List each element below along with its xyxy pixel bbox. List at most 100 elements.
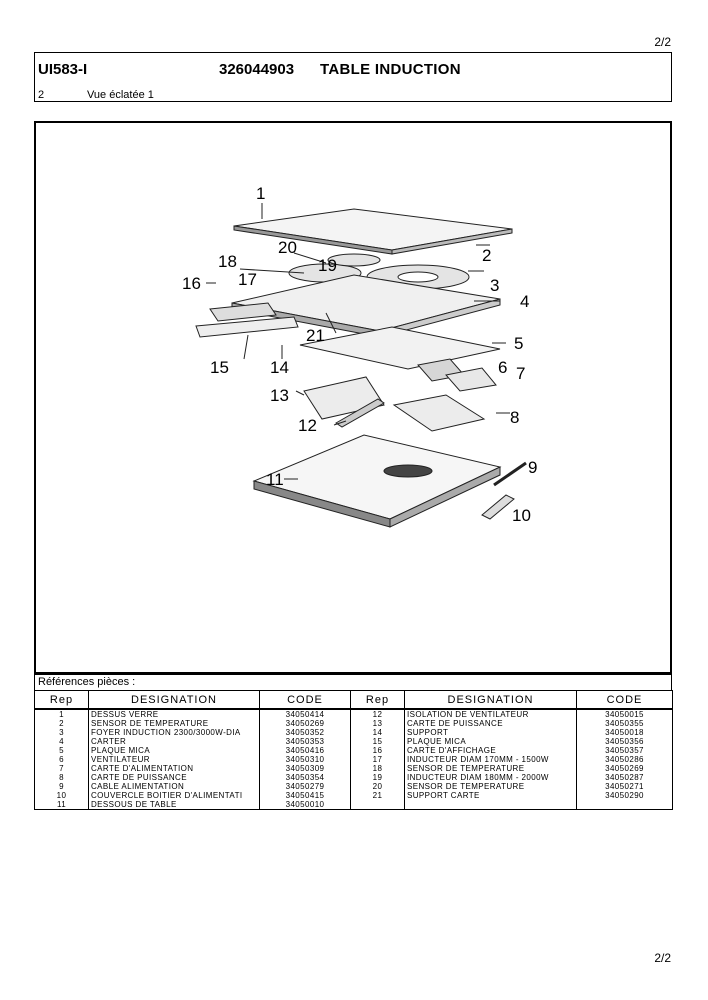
callout: 4 (520, 292, 529, 311)
part-power-supply-board (445, 367, 497, 392)
callout: 13 (270, 386, 289, 405)
callout: 5 (514, 334, 523, 353)
parts-table-header-row: Rep DESIGNATION CODE Rep DESIGNATION COD… (34, 690, 673, 710)
table-cell: 14 (350, 728, 405, 737)
callout: 21 (306, 326, 325, 345)
column-header: Rep (350, 690, 405, 710)
table-cell (576, 800, 673, 810)
table-cell: 17 (350, 755, 405, 764)
table-cell: INDUCTEUR DIAM 180MM - 2000W (404, 773, 577, 782)
column-header: Rep (34, 690, 89, 710)
table-cell: 19 (350, 773, 405, 782)
table-cell: 6 (34, 755, 89, 764)
table-cell: 34050279 (259, 782, 351, 791)
table-cell: SUPPORT CARTE (404, 791, 577, 800)
table-cell: 4 (34, 737, 89, 746)
table-cell: 13 (350, 719, 405, 728)
column-header: DESIGNATION (404, 690, 577, 710)
parts-references-title: Références pièces : (38, 676, 136, 688)
table-cell: 11 (34, 800, 89, 810)
callout: 6 (498, 358, 507, 377)
callout: 3 (490, 276, 499, 295)
callout: 2 (482, 246, 491, 265)
part-fan-insulation (335, 398, 385, 428)
table-cell: ISOLATION DE VENTILATEUR (404, 709, 577, 719)
table-cell: 34050286 (576, 755, 673, 764)
table-cell: CARTE D'AFFICHAGE (404, 746, 577, 755)
part-glass-top (233, 208, 513, 251)
view-label: Vue éclatée 1 (87, 89, 154, 101)
part-induction-coil-mid (327, 253, 381, 267)
table-cell: 34050357 (576, 746, 673, 755)
table-cell: 34050269 (259, 719, 351, 728)
table-cell: 34050414 (259, 709, 351, 719)
table-cell: 34050353 (259, 737, 351, 746)
table-cell: 18 (350, 764, 405, 773)
table-cell: 34050018 (576, 728, 673, 737)
table-cell: CARTE D'ALIMENTATION (88, 764, 260, 773)
exploded-view-drawing: 1 2 3 4 5 6 7 8 9 10 11 12 13 14 15 16 1… (34, 121, 672, 674)
table-cell: SENSOR DE TEMPERATURE (88, 719, 260, 728)
callout: 9 (528, 458, 537, 477)
table-cell: INDUCTEUR DIAM 170MM - 1500W (404, 755, 577, 764)
table-cell: 34050415 (259, 791, 351, 800)
callout: 8 (510, 408, 519, 427)
table-cell: CARTER (88, 737, 260, 746)
page-number-top: 2/2 (654, 35, 671, 49)
table-cell: 1 (34, 709, 89, 719)
page-number-bottom: 2/2 (654, 951, 671, 965)
table-cell: COUVERCLE BOITIER D'ALIMENTATI (88, 791, 260, 800)
product-name: TABLE INDUCTION (320, 61, 461, 78)
callout: 16 (182, 274, 201, 293)
table-cell: 34050354 (259, 773, 351, 782)
table-cell: 7 (34, 764, 89, 773)
table-cell: 16 (350, 746, 405, 755)
table-cell: 34050310 (259, 755, 351, 764)
table-cell: 34050290 (576, 791, 673, 800)
column-header: CODE (576, 690, 673, 710)
callout: 10 (512, 506, 531, 525)
table-cell: PLAQUE MICA (88, 746, 260, 755)
table-cell: 34050287 (576, 773, 673, 782)
part-supply-cover (481, 494, 515, 520)
view-number: 2 (38, 89, 45, 101)
part-power-cable (493, 461, 527, 487)
table-cell: 34050269 (576, 764, 673, 773)
table-cell: 8 (34, 773, 89, 782)
part-bottom-case (252, 434, 502, 520)
table-cell: 34050355 (576, 719, 673, 728)
table-cell: CARTE DE PUISSANCE (88, 773, 260, 782)
product-reference: 326044903 (219, 61, 295, 78)
part-power-board-2 (392, 394, 486, 432)
table-cell: CARTE DE PUISSANCE (404, 719, 577, 728)
callout: 14 (270, 358, 289, 377)
table-cell (404, 800, 577, 810)
table-cell: PLAQUE MICA (404, 737, 577, 746)
part-bottom-vent (383, 464, 433, 478)
table-cell: FOYER INDUCTION 2300/3000W-DIA (88, 728, 260, 737)
table-cell: 2 (34, 719, 89, 728)
table-cell: 21 (350, 791, 405, 800)
table-cell: 12 (350, 709, 405, 719)
table-cell: DESSOUS DE TABLE (88, 800, 260, 810)
column-header: DESIGNATION (88, 690, 260, 710)
table-cell: 10 (34, 791, 89, 800)
callout: 11 (266, 470, 284, 489)
table-cell: 20 (350, 782, 405, 791)
table-cell: 15 (350, 737, 405, 746)
table-cell: 3 (34, 728, 89, 737)
table-cell: SENSOR DE TEMPERATURE (404, 764, 577, 773)
callout: 7 (516, 364, 525, 383)
table-cell: VENTILATEUR (88, 755, 260, 764)
table-cell (350, 800, 405, 810)
callout: 12 (298, 416, 317, 435)
table-cell: 34050015 (576, 709, 673, 719)
